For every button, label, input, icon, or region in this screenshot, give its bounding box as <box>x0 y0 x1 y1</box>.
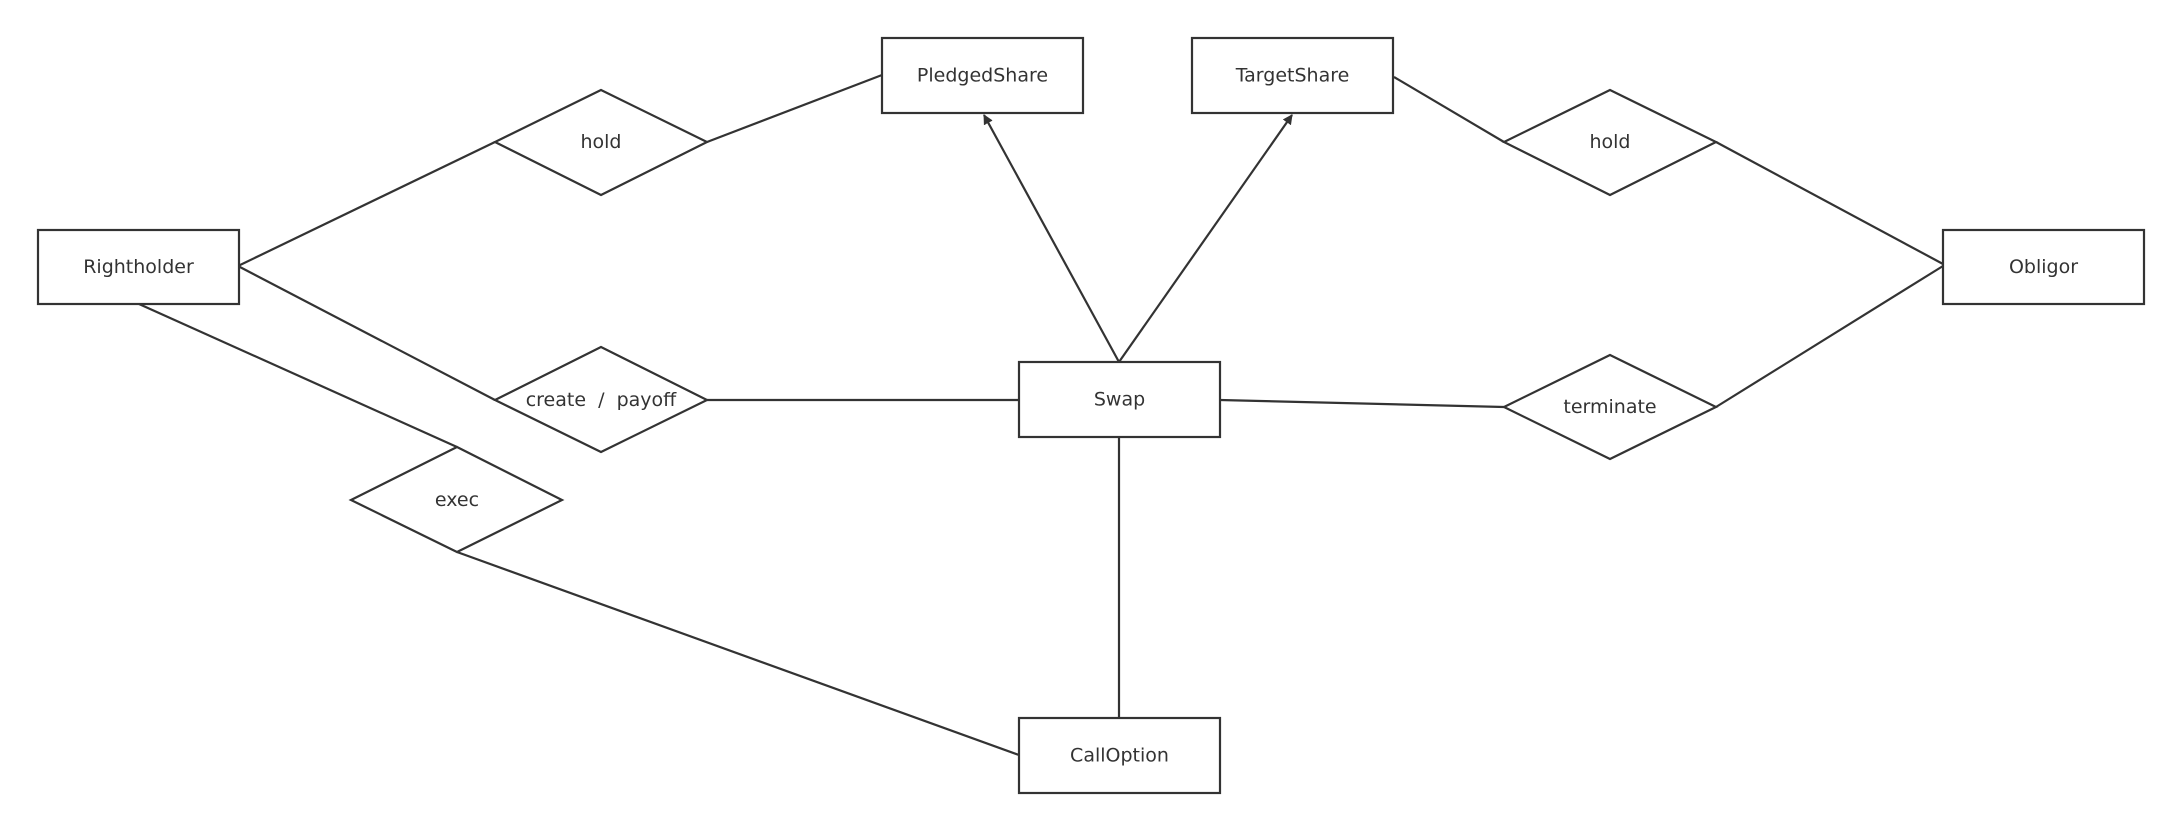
edge-rightholder-create-payoff <box>237 265 496 401</box>
relationship-label: hold <box>1589 131 1630 153</box>
edge-hold-left-pledgedshare <box>706 73 883 144</box>
relationship-label: terminate <box>1563 396 1656 418</box>
entity-label: Swap <box>1094 389 1145 411</box>
edge-rightholder-exec <box>138 302 458 449</box>
relationship-create-payoff[interactable]: create / payoff <box>492 345 710 454</box>
entity-swap[interactable]: Swap <box>1017 360 1222 439</box>
entity-label: CallOption <box>1070 745 1169 767</box>
edge-swap-terminate <box>1219 398 1505 409</box>
edge-hold-right-obligor <box>1715 141 1944 265</box>
relationship-label: hold <box>580 131 621 153</box>
relationship-label: exec <box>435 489 479 511</box>
relationship-label: create / payoff <box>526 389 677 411</box>
edge-rightholder-hold-left <box>237 141 496 267</box>
edge-exec-calloption <box>456 550 1020 757</box>
entity-label: Obligor <box>2009 256 2078 278</box>
entity-label: TargetShare <box>1235 65 1350 87</box>
relationship-terminate[interactable]: terminate <box>1501 353 1719 461</box>
arrow-swap-to-pledgedshare <box>983 114 1120 363</box>
connectors <box>138 73 1944 757</box>
entity-label: PledgedShare <box>917 65 1048 87</box>
relationship-hold-left[interactable]: hold <box>492 88 710 197</box>
edge-terminate-obligor <box>1715 265 1944 408</box>
edge-targetshare-hold-right <box>1393 76 1505 143</box>
entity-rightholder[interactable]: Rightholder <box>36 228 241 306</box>
relationship-exec[interactable]: exec <box>348 445 565 554</box>
entity-calloption[interactable]: CallOption <box>1017 716 1222 795</box>
arrow-swap-to-targetshare <box>1118 114 1293 363</box>
entity-label: Rightholder <box>83 256 194 278</box>
relationship-hold-right[interactable]: hold <box>1501 88 1719 197</box>
entity-targetshare[interactable]: TargetShare <box>1190 36 1395 115</box>
entity-pledgedshare[interactable]: PledgedShare <box>880 36 1085 115</box>
entity-obligor[interactable]: Obligor <box>1941 228 2146 306</box>
